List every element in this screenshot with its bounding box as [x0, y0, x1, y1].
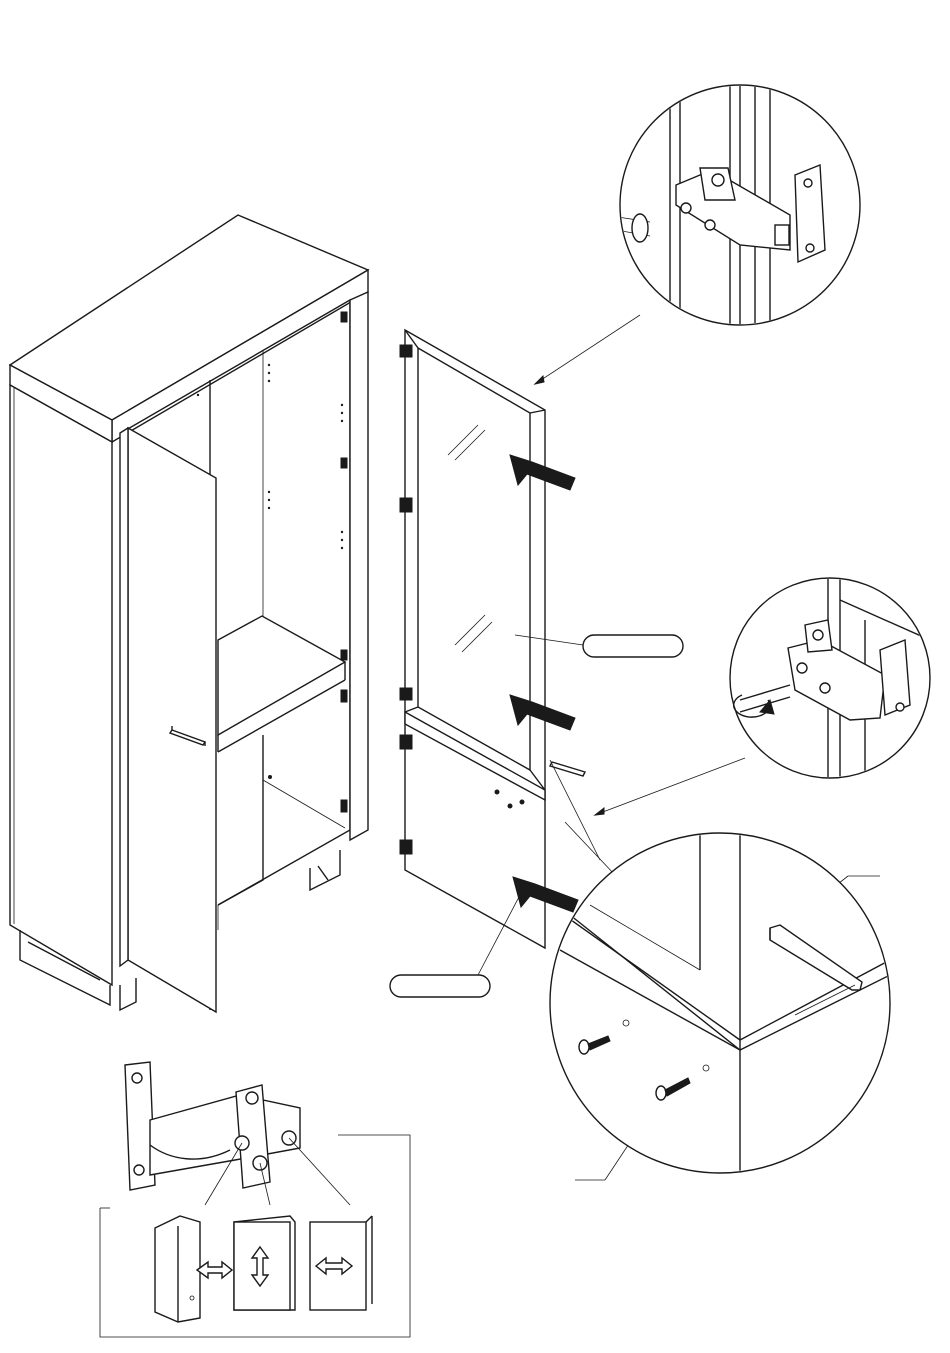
callout-glass-panel: [583, 635, 683, 657]
door-glass-panel-icon: [400, 330, 585, 948]
hinge-detail-bottom-icon: [730, 578, 930, 780]
handle-screw-detail-icon: [550, 830, 900, 1180]
cabinet-icon: [10, 215, 368, 1012]
callout-lower-panel: [390, 975, 490, 997]
hinge-adjustment-diagram-icon: [100, 1062, 410, 1337]
hinge-detail-top-icon: [605, 85, 860, 330]
